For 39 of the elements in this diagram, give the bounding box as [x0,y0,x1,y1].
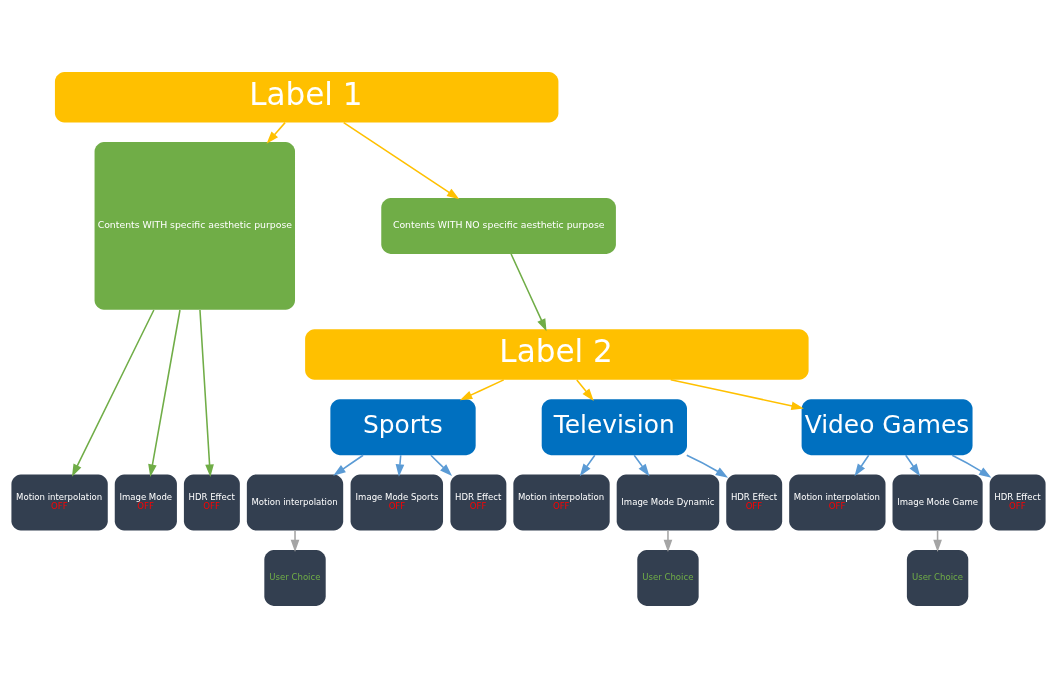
arrow [71,308,155,477]
arrow [510,252,547,331]
arrow [663,529,673,552]
node-box: Video Games [801,398,973,455]
node-box: Label 2 [305,328,809,380]
arrow [951,453,992,478]
arrow [290,529,300,552]
arrow [342,121,460,199]
node-box: HDR Effect OFF [183,474,240,531]
node-box: Image Mode OFF [114,474,177,531]
node-box: Contents WITH NO specific aesthetic purpose [381,197,616,254]
node-box: HDR Effect OFF [450,474,507,531]
arrow [633,453,650,476]
node-box: Sports [330,398,476,455]
node-box: Motion interpolation OFF [11,474,108,531]
arrow [669,378,804,410]
node-box: HDR Effect OFF [726,474,783,531]
arrow [266,121,286,144]
arrow [459,378,505,400]
node-box: User Choice [264,549,326,606]
node-box: Image Mode Game [892,474,983,531]
node-box: User Choice [637,549,699,606]
arrow [686,453,729,478]
node-box: User Choice [906,549,969,606]
arrow [333,453,364,476]
node-box: Motion interpolation OFF [513,474,610,531]
arrow [199,308,214,477]
arrow [904,453,921,476]
arrow [576,378,594,401]
node-box: Television [541,398,687,455]
arrow [148,308,181,477]
node-box: Contents WITH specific aesthetic purpose [94,141,295,310]
node-box: HDR Effect OFF [989,474,1046,531]
node-box: Image Mode Dynamic [616,474,720,531]
node-box: Motion interpolation OFF [789,474,886,531]
arrow [579,453,596,476]
node-box: Label 1 [54,71,559,123]
node-box: Motion interpolation [246,474,344,531]
node-box: Image Mode Sports OFF [350,474,444,531]
